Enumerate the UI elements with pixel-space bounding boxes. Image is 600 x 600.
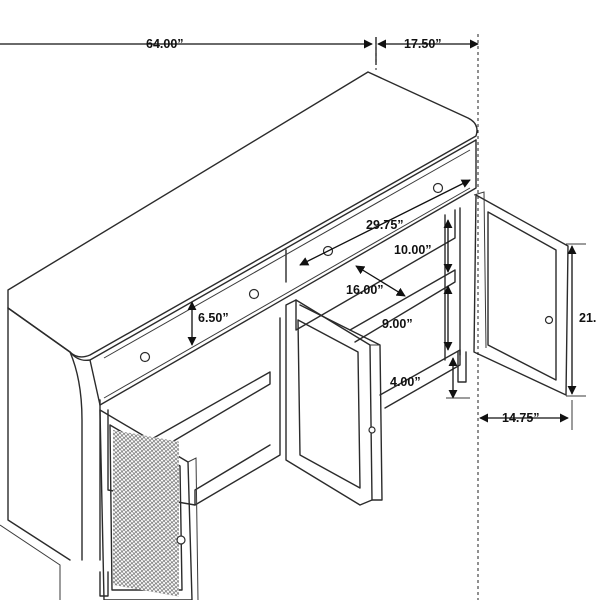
legs	[99, 351, 467, 597]
dimension-lines	[0, 34, 586, 600]
left-cane-door	[99, 409, 199, 600]
lower-shelf-height-label: 9.00”	[382, 317, 413, 331]
drawer-width-label: 29.75”	[366, 218, 404, 232]
upper-shelf-height-label: 10.00”	[394, 243, 432, 257]
width-label: 64.00”	[146, 37, 184, 51]
right-door	[473, 191, 569, 396]
middle-doors	[285, 299, 383, 506]
cabinet-left-side	[0, 307, 83, 600]
door-width-label: 14.75”	[502, 411, 540, 425]
leg-height-label: 4.00”	[390, 375, 421, 389]
shelf-depth-label: 16.00”	[346, 283, 384, 297]
door-height-label: 21.	[579, 311, 596, 325]
depth-label: 17.50”	[404, 37, 442, 51]
drawer-height-label: 6.50”	[198, 311, 229, 325]
drawer-knobs	[139, 182, 444, 363]
